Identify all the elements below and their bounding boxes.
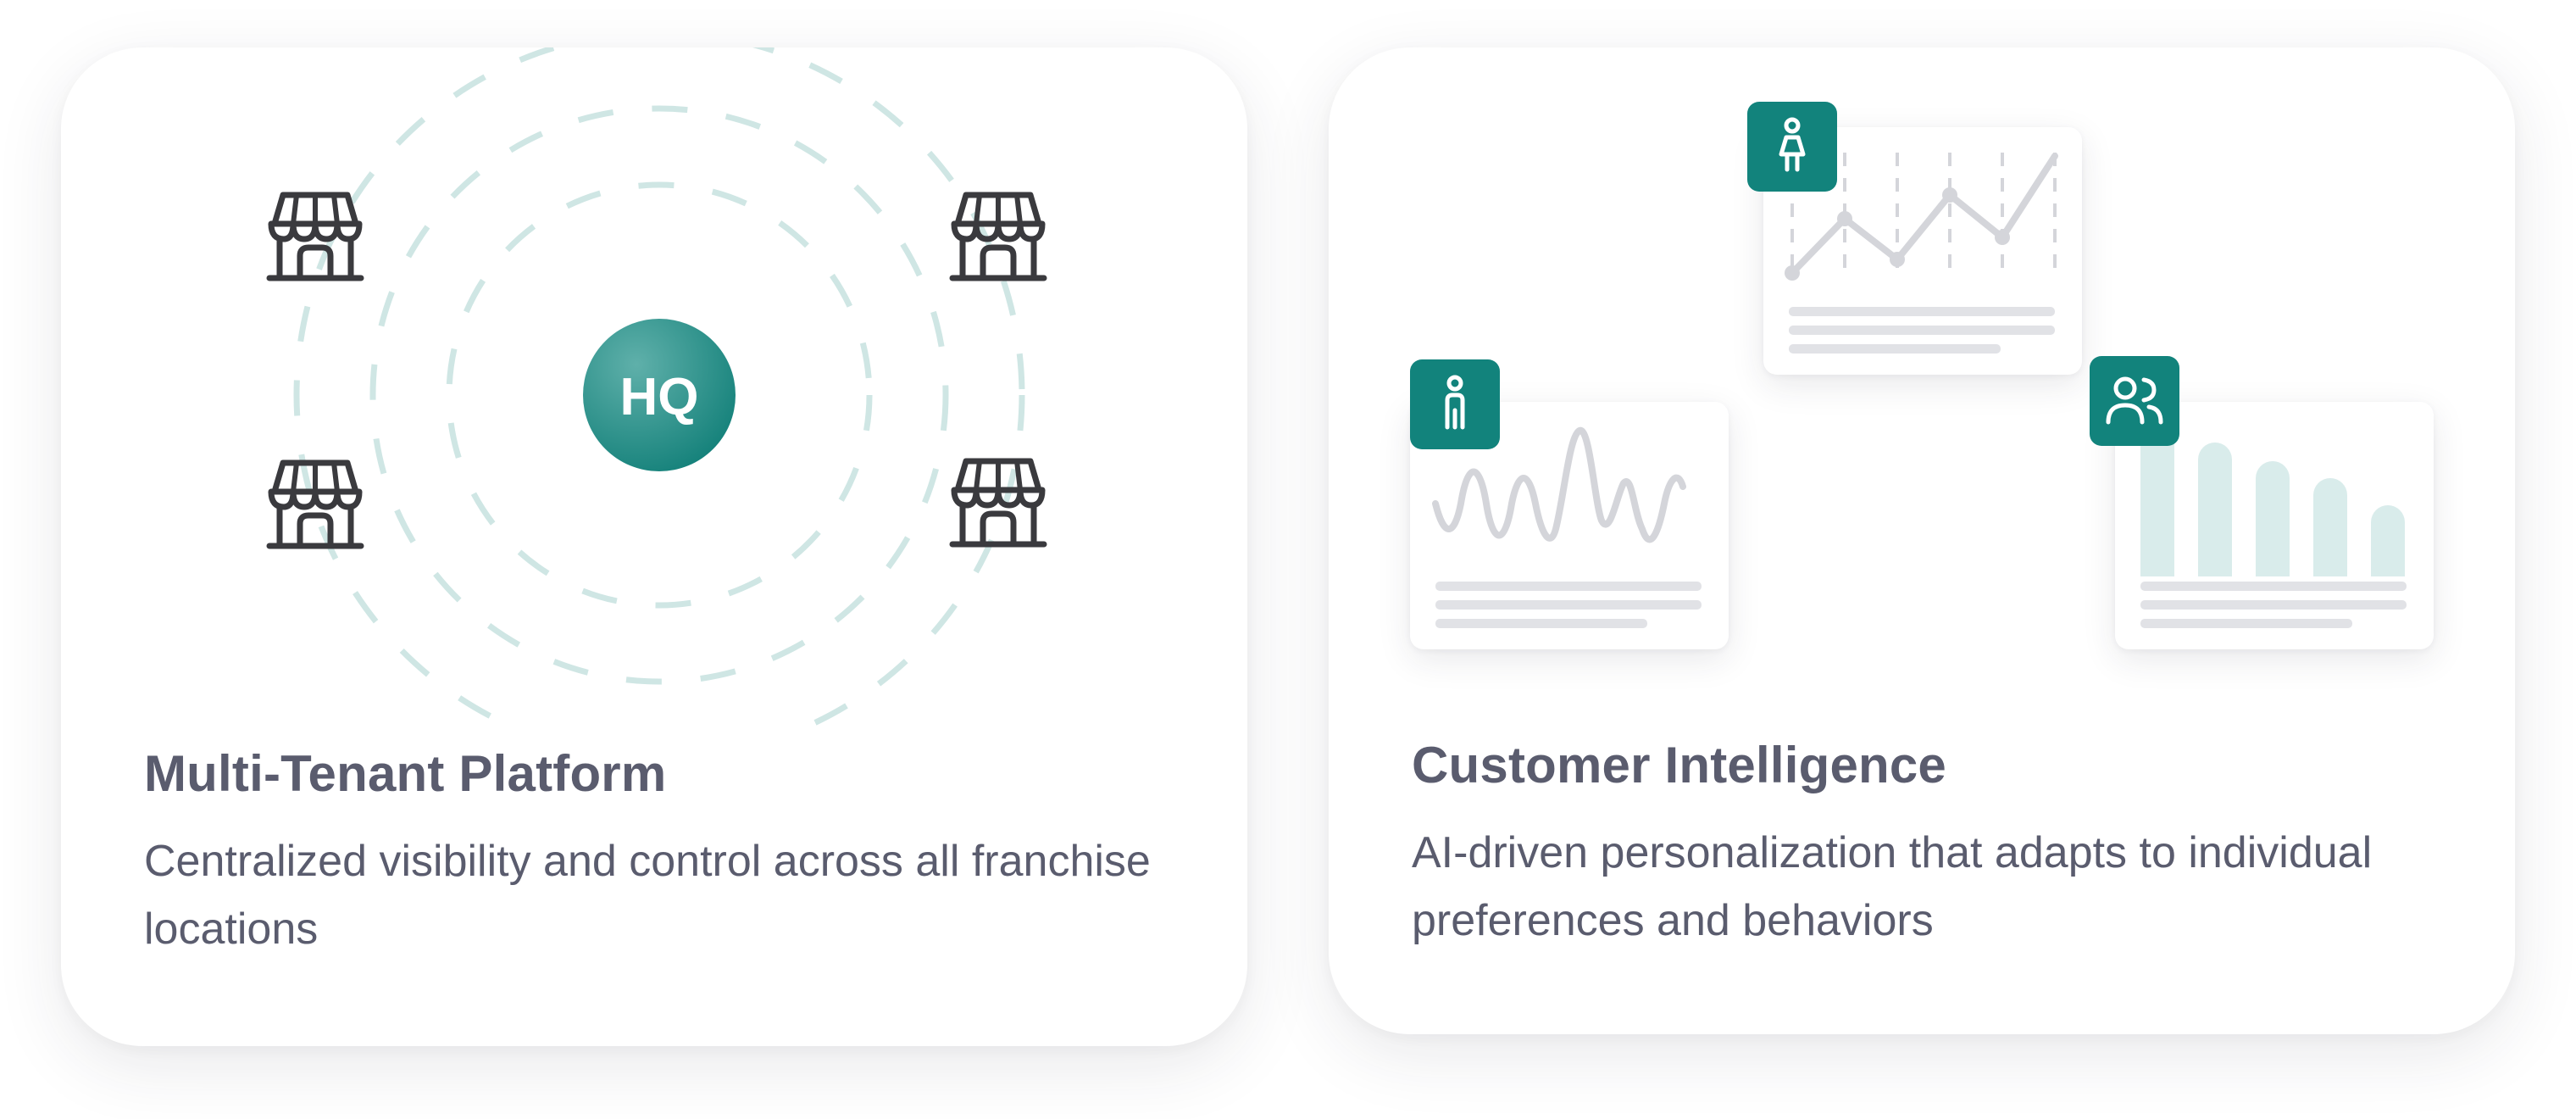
line-chart-panel <box>1763 127 2082 375</box>
male-user-icon <box>1410 359 1500 449</box>
multi-tenant-illustration: HQ <box>61 47 1247 726</box>
storefront-icon <box>269 463 361 546</box>
multi-tenant-platform-card: HQ Multi-Tenant Platform Centralized vis… <box>61 47 1247 1046</box>
card-description: Centralized visibility and control acros… <box>144 837 1151 954</box>
hq-hub: HQ <box>583 319 736 471</box>
concentric-rings <box>293 47 1025 726</box>
card-description: AI-driven personalization that adapts to… <box>1412 828 2373 945</box>
card-title: Multi-Tenant Platform <box>144 745 667 802</box>
female-user-icon <box>1747 102 1837 192</box>
storefront-icon <box>269 195 361 278</box>
bar-chart-panel <box>2115 402 2434 649</box>
hq-label: HQ <box>620 368 699 426</box>
storefront-icon <box>952 461 1044 544</box>
card-title: Customer Intelligence <box>1412 737 1947 793</box>
user-group-icon <box>2090 356 2179 446</box>
customer-intelligence-card: Customer Intelligence AI-driven personal… <box>1329 47 2515 1034</box>
storefront-icon <box>952 195 1044 278</box>
